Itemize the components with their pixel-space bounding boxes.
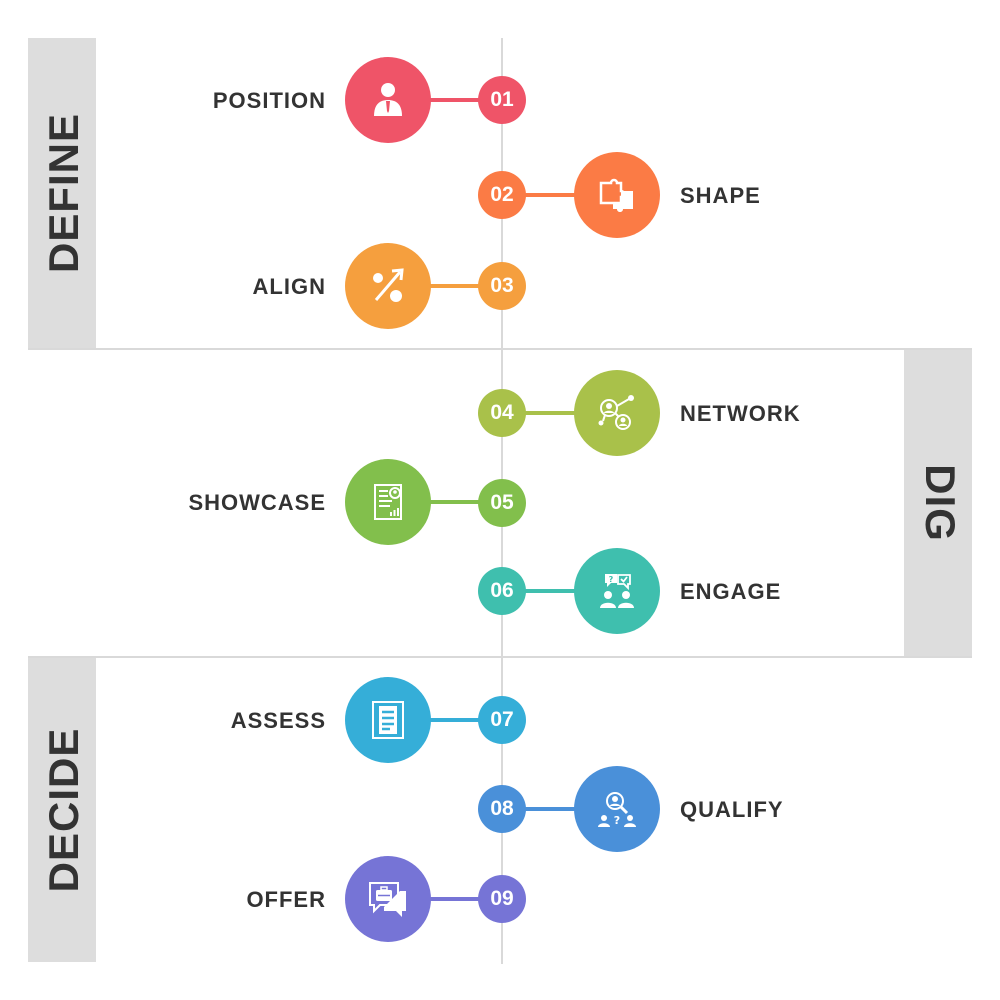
step-09-icon-circle xyxy=(345,856,431,942)
decide-phase-label: DECIDE xyxy=(40,727,87,893)
step-04-icon-circle xyxy=(574,370,660,456)
divider-define-dig xyxy=(28,348,972,350)
define-band xyxy=(28,38,96,348)
step-09-label: OFFER xyxy=(246,887,326,912)
step-07-number: 07 xyxy=(478,696,526,744)
step-08-connector xyxy=(520,807,580,811)
step-02-connector xyxy=(520,193,580,197)
step-02-label: SHAPE xyxy=(680,183,761,208)
step-04-label: NETWORK xyxy=(680,401,801,426)
step-09-number: 09 xyxy=(478,875,526,923)
clipboard-checklist-icon xyxy=(372,701,404,739)
businessman-icon xyxy=(374,83,402,116)
step-01-label: POSITION xyxy=(212,88,326,113)
step-04-number: 04 xyxy=(478,389,526,437)
divider-dig-decide xyxy=(28,656,972,658)
network-people-icon xyxy=(598,395,634,430)
step-03-icon-circle xyxy=(345,243,431,329)
step-01-number: 01 xyxy=(478,76,526,124)
briefcase-chat-icon xyxy=(369,882,406,917)
step-03-number: 03 xyxy=(478,262,526,310)
step-06-icon-circle: ? xyxy=(574,548,660,634)
puzzle-icon xyxy=(599,178,633,212)
step-06-label: ENGAGE xyxy=(680,579,782,604)
step-01-icon-circle xyxy=(345,57,431,143)
step-03-connector xyxy=(425,284,485,288)
step-07-connector xyxy=(425,718,485,722)
step-09-connector xyxy=(425,897,485,901)
step-05-label: SHOWCASE xyxy=(188,490,326,515)
step-07-label: ASSESS xyxy=(230,708,326,733)
step-02-number: 02 xyxy=(478,171,526,219)
step-07-icon-circle xyxy=(345,677,431,763)
step-05-number: 05 xyxy=(478,479,526,527)
decide-band xyxy=(28,658,96,962)
step-01-connector xyxy=(425,98,485,102)
step-05-icon-circle xyxy=(345,459,431,545)
define-phase-label: DEFINE xyxy=(40,112,87,274)
step-08-icon-circle: ? xyxy=(574,766,660,852)
step-04-connector xyxy=(520,411,580,415)
dig-band xyxy=(904,350,972,656)
step-03-label: ALIGN xyxy=(252,274,326,299)
step-02-icon-circle xyxy=(574,152,660,238)
step-06-connector xyxy=(520,589,580,593)
conversation-people-icon: ? xyxy=(600,574,634,608)
step-08-label: QUALIFY xyxy=(680,797,784,822)
dig-phase-label: DIG xyxy=(917,464,964,542)
step-05-connector xyxy=(425,500,485,504)
step-06-number: 06 xyxy=(478,567,526,615)
svg-text:?: ? xyxy=(609,575,614,584)
svg-text:?: ? xyxy=(614,814,620,827)
resume-document-icon xyxy=(374,484,402,520)
percent-growth-icon xyxy=(373,268,404,302)
candidate-search-icon: ? xyxy=(598,792,636,827)
step-08-number: 08 xyxy=(478,785,526,833)
